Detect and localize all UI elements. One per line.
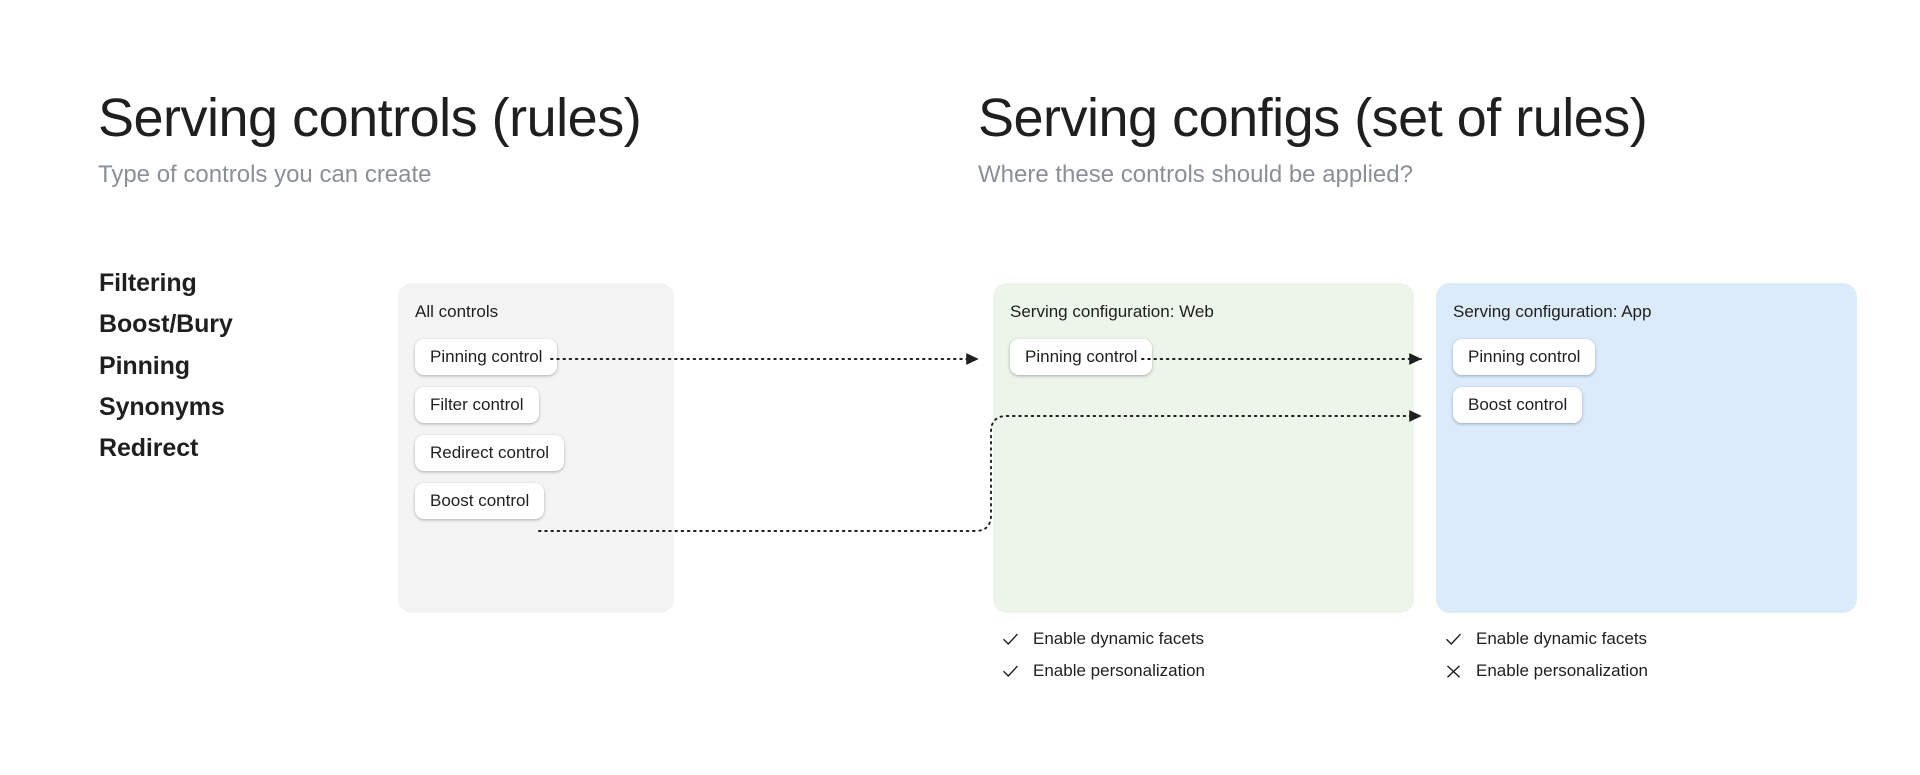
control-type-filtering: Filtering [99, 269, 197, 297]
panel-all-controls: All controls Pinning control Filter cont… [398, 283, 674, 613]
toggle-row-enable-dynamic-facets[interactable]: Enable dynamic facets [1001, 628, 1205, 650]
right-column-title: Serving configs (set of rules) [978, 88, 1648, 148]
left-column-title: Serving controls (rules) [98, 88, 642, 148]
toggle-label: Enable dynamic facets [1476, 629, 1648, 648]
check-icon [1001, 662, 1020, 681]
panel-serving-app-title: Serving configuration: App [1453, 302, 1652, 321]
panel-all-controls-title: All controls [415, 302, 499, 321]
close-icon [1444, 662, 1463, 681]
chip-boost-control[interactable]: Boost control [1453, 387, 1583, 423]
right-column-header: Serving configs (set of rules) Where the… [978, 88, 1648, 189]
right-column-subtitle: Where these controls should be applied? [978, 160, 1413, 188]
left-column-header: Serving controls (rules) Type of control… [98, 88, 642, 189]
toggle-label: Enable personalization [1476, 661, 1649, 680]
panel-all-controls-chip-list: Pinning control Filter control Redirect … [415, 339, 565, 519]
panel-serving-app-chip-list: Pinning control Boost control [1453, 339, 1596, 423]
control-type-pinning: Pinning [99, 351, 190, 380]
check-icon [1444, 630, 1463, 649]
chip-pinning-control[interactable]: Pinning control [1010, 339, 1153, 375]
toggle-label: Enable personalization [1033, 661, 1206, 680]
toggle-row-enable-personalization[interactable]: Enable personalization [1001, 660, 1205, 682]
chip-boost-control[interactable]: Boost control [415, 483, 545, 519]
control-type-list: Filtering Boost/Bury Pinning Synonyms Re… [99, 268, 233, 464]
toggle-label: Enable dynamic facets [1033, 629, 1205, 648]
panel-serving-configuration-app: Serving configuration: App Pinning contr… [1436, 283, 1857, 613]
check-icon [1001, 630, 1020, 649]
control-type-redirect: Redirect [99, 434, 199, 462]
chip-filter-control[interactable]: Filter control [415, 387, 539, 423]
serving-app-toggle-list: Enable dynamic facets Enable personaliza… [1444, 628, 1648, 682]
serving-web-toggle-list: Enable dynamic facets Enable personaliza… [1001, 628, 1205, 682]
toggle-row-enable-dynamic-facets[interactable]: Enable dynamic facets [1444, 628, 1648, 650]
panel-serving-configuration-web: Serving configuration: Web Pinning contr… [993, 283, 1414, 613]
chip-pinning-control[interactable]: Pinning control [1453, 339, 1596, 375]
control-type-boost-bury: Boost/Bury [99, 310, 233, 339]
chip-redirect-control[interactable]: Redirect control [415, 435, 565, 471]
panel-serving-web-chip-list: Pinning control [1010, 339, 1153, 375]
toggle-row-enable-personalization[interactable]: Enable personalization [1444, 660, 1648, 682]
left-column-subtitle: Type of controls you can create [98, 160, 432, 188]
control-type-synonyms: Synonyms [99, 392, 225, 421]
chip-pinning-control[interactable]: Pinning control [415, 339, 558, 375]
panel-serving-web-title: Serving configuration: Web [1010, 302, 1214, 321]
